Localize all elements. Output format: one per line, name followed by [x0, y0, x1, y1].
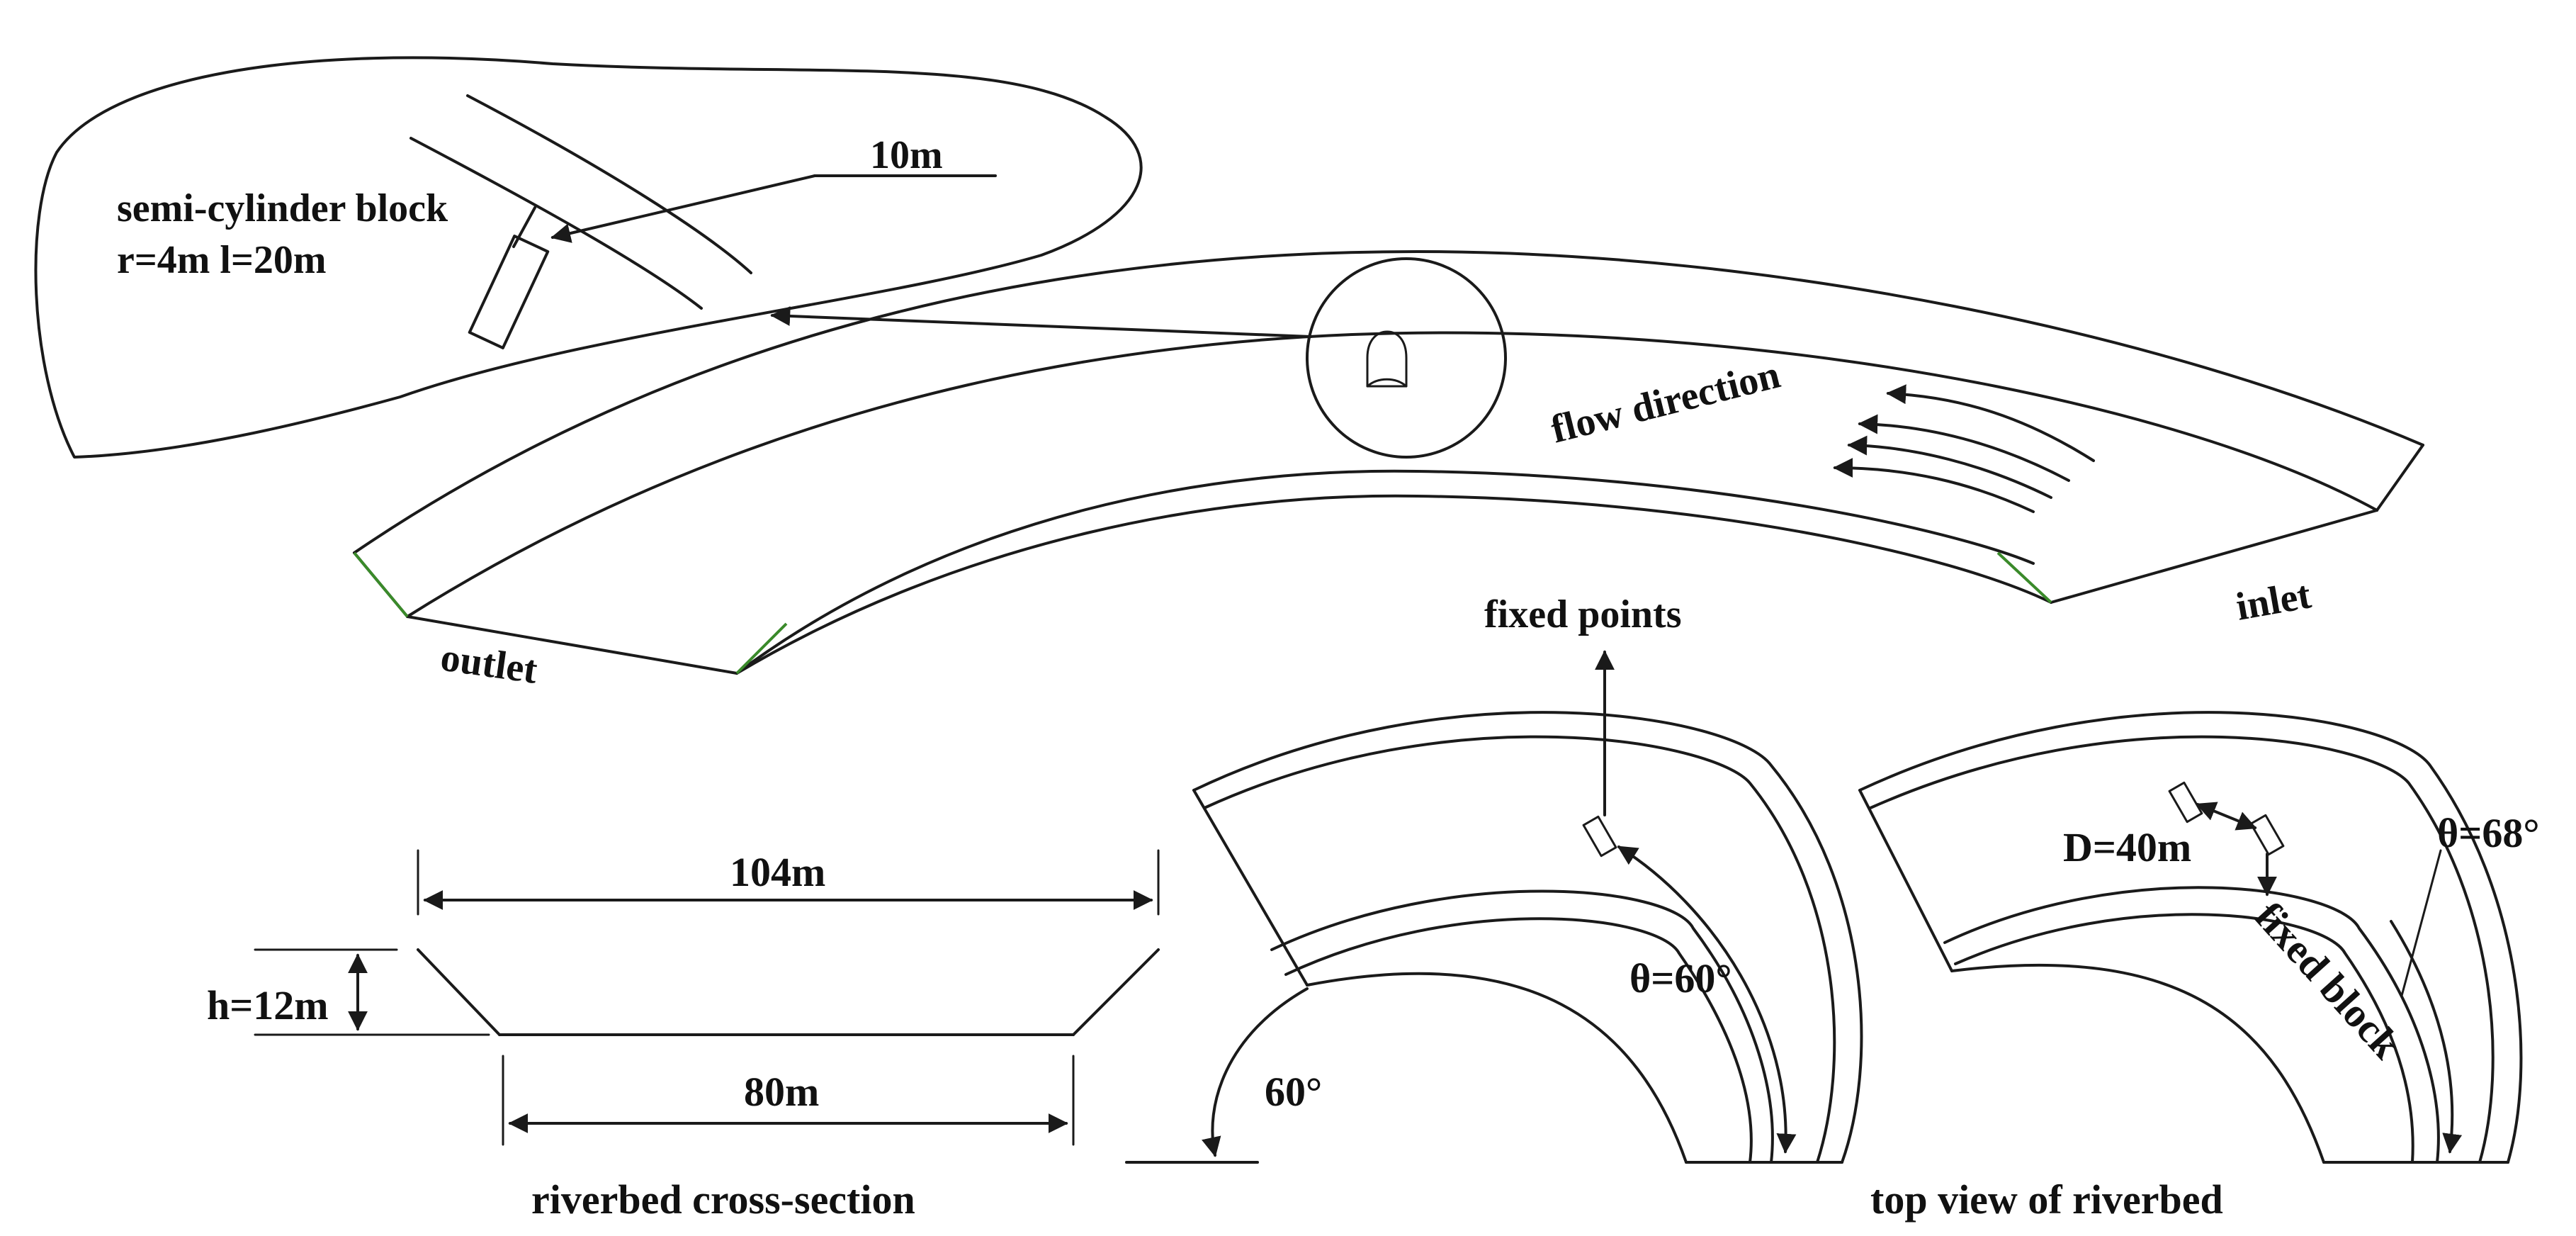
- right-start-edge: [1858, 789, 1953, 972]
- outlet-green-edge: [353, 551, 409, 618]
- channel-bed-upper: [735, 469, 2035, 675]
- flow-direction-label: flow direction: [1547, 353, 1784, 452]
- top-width-label: 104m: [730, 849, 825, 895]
- bend-angle-label: 60°: [1265, 1069, 1322, 1115]
- fixed-block-label: fixed block: [2246, 893, 2410, 1067]
- block-label-line1: semi-cylinder block: [117, 186, 448, 230]
- top-view-right-panel: D=40m fixed block θ=68°: [1858, 711, 2540, 1164]
- upstream-block-marker: [2168, 781, 2203, 824]
- spacing-dimension: [2196, 802, 2257, 831]
- fixed-points-label: fixed points: [1484, 592, 1682, 636]
- fixed-block-marker: [2249, 814, 2285, 856]
- theta-68-label: θ=68°: [2437, 810, 2540, 856]
- left-bed-outer: [1306, 972, 1688, 1164]
- channel-bed-lower: [735, 494, 2052, 675]
- inlet-green-edge: [1996, 551, 2052, 604]
- bottom-width-label: 80m: [744, 1069, 819, 1115]
- outlet-label: outlet: [438, 635, 541, 692]
- section-left-slope: [417, 948, 501, 1036]
- fixed-point-marker: [1582, 815, 1617, 858]
- flow-arrow: [1886, 384, 2095, 462]
- cross-section: 104m h=12m 80m riverbed cross-section: [207, 849, 1160, 1223]
- inset-outline: [34, 56, 1143, 459]
- curved-channel: flow direction inlet outlet: [353, 250, 2424, 692]
- top-view-caption: top view of riverbed: [1870, 1176, 2223, 1223]
- left-inner-bank: [1270, 889, 1774, 1164]
- semi-cylinder-block: [468, 235, 550, 349]
- flow-arrow: [1858, 414, 2070, 482]
- top-view-left-panel: 60° fixed points θ=60°: [1125, 592, 1863, 1164]
- distance-label: 10m: [870, 133, 943, 177]
- channel-outer-bank: [353, 250, 2424, 554]
- right-bed-outer: [1950, 963, 2325, 1164]
- theta-arc: [1617, 845, 1797, 1154]
- spacing-label: D=40m: [2063, 824, 2191, 870]
- right-outer-bank-inner: [1869, 735, 2495, 1164]
- theta-arc: [2390, 920, 2463, 1154]
- height-label: h=12m: [207, 982, 329, 1028]
- right-outer-bank: [1858, 711, 2523, 1164]
- detail-circle: [1306, 257, 1507, 459]
- theta-60-label: θ=60°: [1629, 955, 1732, 1001]
- left-start-edge: [1192, 789, 1309, 987]
- inlet-label: inlet: [2232, 573, 2314, 629]
- distance-arrow: [550, 174, 816, 243]
- outlet-bottom-edge: [406, 615, 738, 675]
- inset-detail: 10m semi-cylinder block r=4m l=20m: [34, 56, 1143, 459]
- section-right-slope: [1072, 948, 1160, 1036]
- outlet-green-edge: [735, 622, 788, 675]
- block-label-line2: r=4m l=20m: [117, 238, 327, 282]
- inlet-bottom-edge: [2050, 509, 2378, 604]
- inset-bank-line: [409, 137, 703, 310]
- left-outer-bank-inner: [1203, 735, 1836, 1164]
- detail-pointer-arrow: [770, 306, 1312, 338]
- flow-arrow: [1847, 435, 2052, 499]
- right-inner-bank: [1943, 886, 2440, 1164]
- channel-block-icon: [1366, 330, 1408, 388]
- block-leader-line: [512, 206, 536, 248]
- channel-inner-bank: [406, 331, 2378, 618]
- inlet-edge: [2376, 444, 2424, 512]
- inset-bank-line: [466, 94, 752, 274]
- angle-arc: [1202, 987, 1309, 1157]
- left-outer-bank: [1192, 711, 1863, 1164]
- flow-arrow: [1833, 458, 2035, 513]
- theta-leader-line: [2400, 849, 2442, 997]
- right-inner-bank-inner: [1954, 913, 2414, 1164]
- cross-section-caption: riverbed cross-section: [531, 1176, 915, 1223]
